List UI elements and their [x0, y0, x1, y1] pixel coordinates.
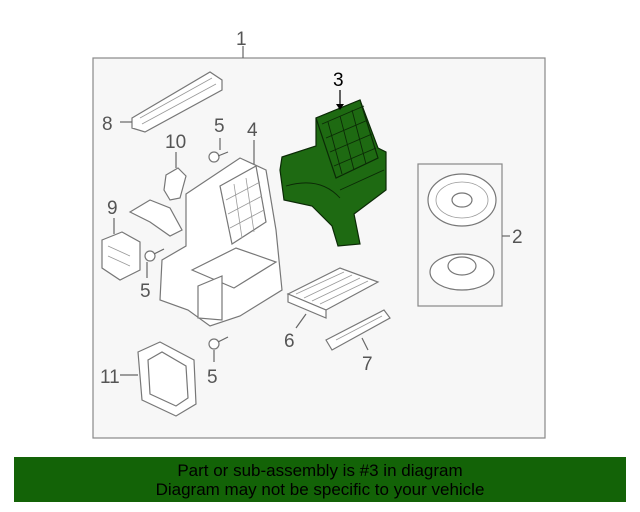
part-11-gasket[interactable]: 11: [100, 341, 197, 417]
part-10-actuator[interactable]: 10: [163, 132, 187, 201]
callout-10[interactable]: 10: [165, 132, 186, 153]
callout-4[interactable]: 4: [247, 120, 258, 141]
info-banner: Part or sub-assembly is #3 in diagram Di…: [14, 457, 626, 502]
banner-line-1: Part or sub-assembly is #3 in diagram: [177, 461, 463, 480]
part-3-highlighted[interactable]: 3: [279, 70, 387, 247]
callout-5-left[interactable]: 5: [140, 281, 151, 302]
callout-7[interactable]: 7: [362, 354, 373, 375]
part-7-filter-cover[interactable]: 7: [325, 309, 391, 375]
callout-9[interactable]: 9: [107, 198, 118, 219]
part-2-blower[interactable]: 2: [417, 163, 523, 307]
part-6-filter[interactable]: 6: [284, 267, 380, 352]
callout-8[interactable]: 8: [102, 114, 113, 135]
part-5-screw-left[interactable]: 5: [140, 248, 165, 302]
part-4-housing[interactable]: 4: [159, 120, 283, 327]
callout-5-top[interactable]: 5: [214, 116, 225, 137]
part-5-screw-bottom[interactable]: 5: [207, 336, 229, 388]
part-5-screw-top[interactable]: 5: [208, 116, 229, 163]
callout-1[interactable]: 1: [236, 29, 247, 50]
callout-2[interactable]: 2: [512, 227, 523, 248]
callout-11[interactable]: 11: [100, 367, 120, 388]
callout-6[interactable]: 6: [284, 331, 295, 352]
part-8-duct[interactable]: 8: [102, 71, 223, 135]
banner-line-2: Diagram may not be specific to your vehi…: [155, 480, 485, 499]
part-9-resistor[interactable]: 9: [101, 198, 183, 281]
callout-5-bottom[interactable]: 5: [207, 367, 218, 388]
callout-3[interactable]: 3: [333, 70, 344, 91]
